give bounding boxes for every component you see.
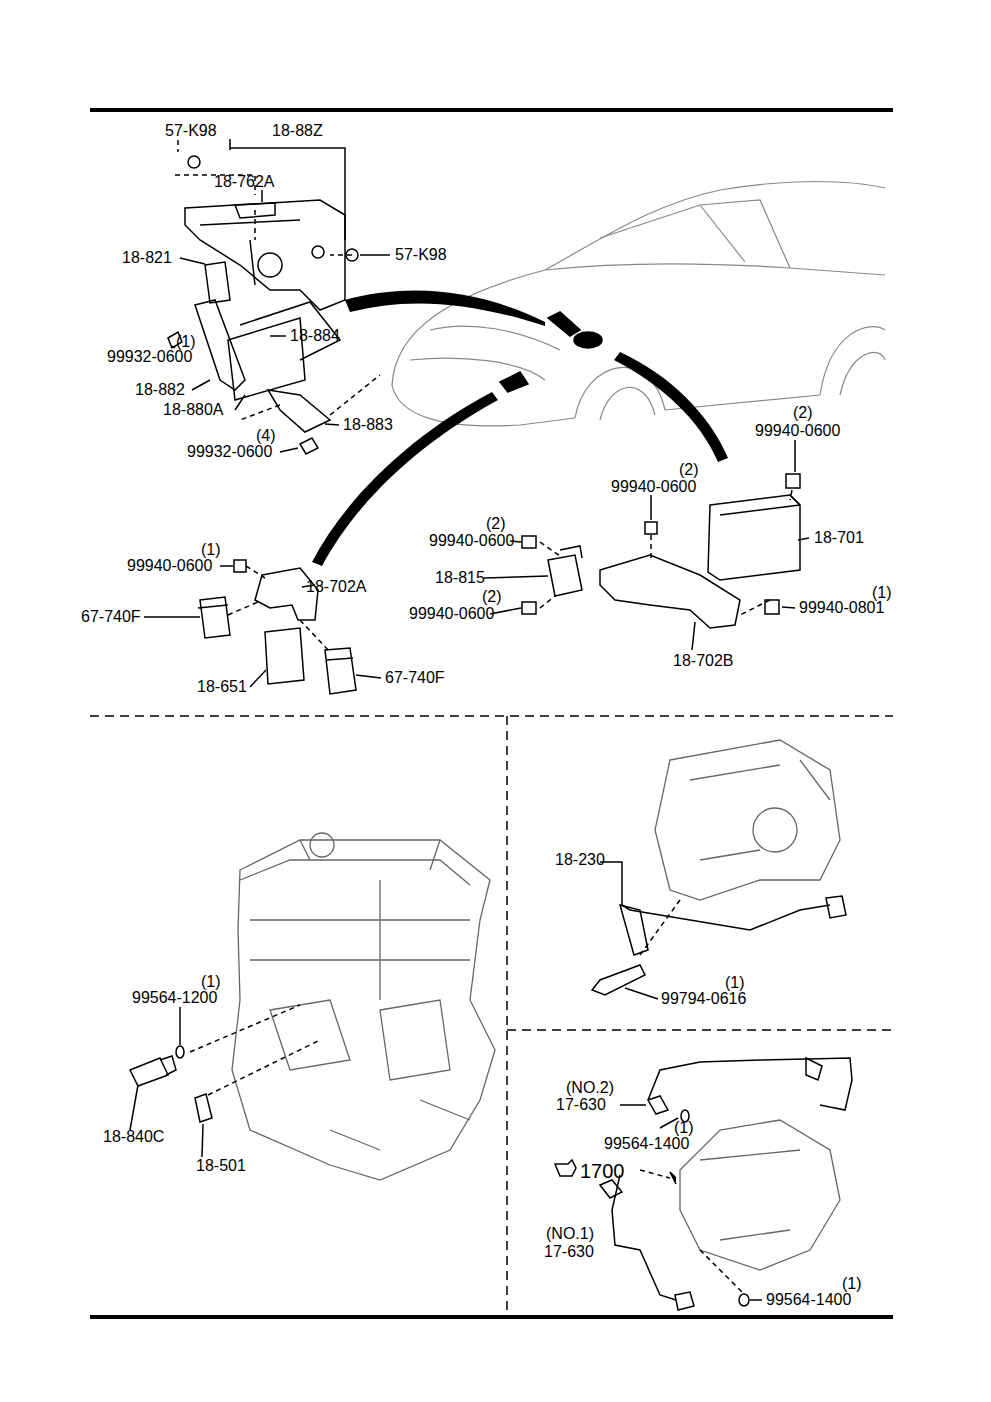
section-divider	[90, 715, 893, 717]
location-mark	[500, 372, 528, 392]
callout-number: 17-630	[544, 1243, 594, 1261]
callout-number: 18-701	[814, 529, 864, 547]
callout-number: 18-88Z	[272, 122, 323, 140]
callout-number: (NO.1)	[546, 1225, 594, 1243]
frame-rule	[90, 1315, 893, 1319]
pointer-hand	[555, 1160, 576, 1176]
exhaust-manifold	[680, 1120, 840, 1270]
callout-number: (4)	[256, 427, 276, 445]
callout-number: (1)	[725, 974, 745, 992]
callout-number: 18-883	[343, 416, 393, 434]
callout-number: 99932-0600	[187, 443, 272, 461]
section-divider	[506, 716, 508, 1310]
callout-number: 18-880A	[163, 401, 224, 419]
callout-number: 99940-0600	[409, 605, 494, 623]
callout-number: 99940-0600	[429, 532, 514, 550]
callout-number: 67-740F	[81, 608, 141, 626]
callout-number: 57-K98	[395, 246, 447, 264]
pointer-arrow	[614, 352, 728, 462]
callout-number: 18-702B	[673, 652, 734, 670]
callout-number: 99940-0600	[127, 557, 212, 575]
callout-number: 99564-1400	[604, 1135, 689, 1153]
callout-number: (2)	[679, 461, 699, 479]
callout-number: (1)	[842, 1275, 862, 1293]
callout-number: 99564-1400	[766, 1291, 851, 1309]
callout-number: (2)	[486, 515, 506, 533]
callout-number: 1700	[580, 1160, 625, 1182]
sensor-part	[592, 862, 846, 999]
callout-number: (1)	[201, 541, 221, 559]
callout-number: 17-630	[556, 1096, 606, 1114]
callout-number: 18-840C	[103, 1128, 164, 1146]
leader-line	[144, 566, 381, 687]
pointer-arrow	[345, 291, 545, 326]
callout-number: (1)	[674, 1119, 694, 1137]
callout-number: 99940-0600	[611, 478, 696, 496]
callout-number: 99940-0801	[799, 599, 884, 617]
callout-number: (NO.2)	[566, 1079, 614, 1097]
callout-number: 99940-0600	[755, 422, 840, 440]
callout-number: 18-651	[197, 678, 247, 696]
transmission-case	[655, 740, 840, 900]
callout-number: (2)	[482, 588, 502, 606]
leader-line	[484, 440, 809, 650]
callout-number: 67-740F	[385, 669, 445, 687]
callout-number: 57-K98	[165, 122, 217, 140]
callout-number: 18-501	[196, 1157, 246, 1175]
section-divider	[507, 1029, 893, 1031]
callout-number: 99564-1200	[132, 989, 217, 1007]
callout-number: 99932-0600	[107, 348, 192, 366]
callout-number: 18-821	[122, 249, 172, 267]
engine-block	[232, 833, 495, 1180]
location-mark	[548, 312, 580, 336]
callout-number: 18-884	[290, 327, 340, 345]
callout-number: (2)	[793, 404, 813, 422]
callout-number: 18-230	[555, 851, 605, 869]
callout-number: 18-762A	[214, 173, 275, 191]
callout-number: 18-882	[135, 381, 185, 399]
callout-number: 18-815	[435, 569, 485, 587]
callout-number: 18-702A	[306, 578, 367, 596]
sensor-part	[600, 1058, 852, 1310]
frame-rule	[90, 108, 893, 112]
callout-number: (1)	[201, 973, 221, 991]
callout-number: 99794-0616	[661, 990, 746, 1008]
relay-bracket	[522, 474, 800, 628]
location-mark	[574, 332, 602, 348]
